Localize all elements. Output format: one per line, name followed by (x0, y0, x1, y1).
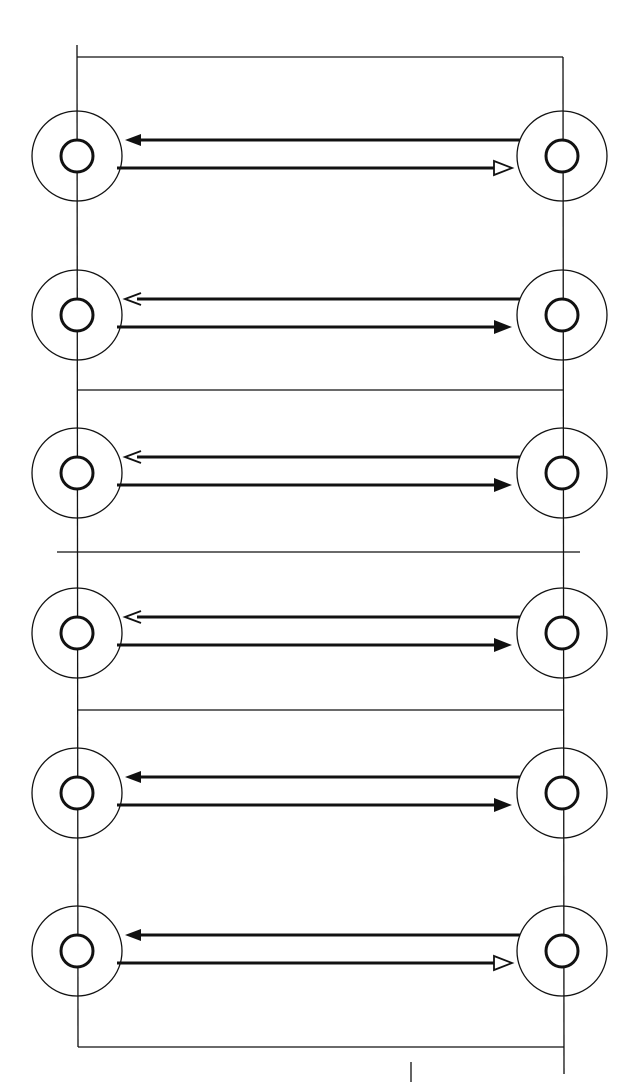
left-node-inner-ring (59, 455, 95, 491)
arrow-to-right (117, 954, 515, 972)
node-row (31, 747, 608, 839)
left-node-outer-ring (31, 110, 123, 202)
right-node-inner-ring (544, 297, 580, 333)
node-row (31, 587, 608, 679)
right-node-outer-ring (516, 747, 608, 839)
right-node (516, 110, 608, 202)
arrow-to-right (117, 320, 512, 334)
arrow-head-left-filled (125, 134, 141, 146)
arrow-to-left (125, 929, 520, 941)
right-node-inner-ring (544, 615, 580, 651)
right-node-outer-ring (516, 587, 608, 679)
right-node-inner-ring (544, 455, 580, 491)
arrow-to-left (125, 134, 520, 146)
right-node-outer-ring (516, 905, 608, 997)
node-rows (31, 110, 608, 997)
frame (57, 44, 580, 1082)
right-node (516, 905, 608, 997)
node-row (31, 905, 608, 997)
left-node (31, 905, 123, 997)
right-node-outer-ring (516, 110, 608, 202)
left-node-outer-ring (31, 587, 123, 679)
arrow-to-left (122, 292, 520, 306)
left-node-outer-ring (31, 747, 123, 839)
arrow-head-left-open (122, 292, 142, 306)
arrow-head-right-open (493, 954, 515, 972)
arrow-head-left-open (122, 610, 142, 624)
node-row (31, 427, 608, 519)
left-rail-line (76, 44, 79, 1048)
arrow-head-right-filled (494, 320, 512, 334)
right-node (516, 747, 608, 839)
left-node (31, 110, 123, 202)
arrow-head-right-filled (494, 638, 512, 652)
left-node (31, 747, 123, 839)
left-node-inner-ring (59, 297, 95, 333)
left-node (31, 269, 123, 361)
left-node (31, 427, 123, 519)
arrow-to-left (125, 771, 520, 783)
right-node-outer-ring (516, 269, 608, 361)
left-node-outer-ring (31, 905, 123, 997)
arrow-head-left-filled (125, 929, 141, 941)
left-node (31, 587, 123, 679)
arrow-head-left-open (122, 450, 142, 464)
node-row (31, 269, 608, 361)
arrow-to-right (117, 159, 515, 177)
left-node-outer-ring (31, 269, 123, 361)
right-node (516, 427, 608, 519)
left-node-inner-ring (59, 138, 95, 174)
arrow-head-right-open (493, 159, 515, 177)
arrow-head-left-filled (125, 771, 141, 783)
arrow-to-right (117, 798, 512, 812)
arrow-head-right-filled (494, 478, 512, 492)
right-rail-line (562, 56, 565, 1075)
right-node (516, 269, 608, 361)
right-node-inner-ring (544, 138, 580, 174)
left-node-inner-ring (59, 775, 95, 811)
right-node-inner-ring (544, 775, 580, 811)
left-node-inner-ring (59, 615, 95, 651)
arrow-to-left (122, 450, 520, 464)
arrow-head-right-filled (494, 798, 512, 812)
right-node-inner-ring (544, 933, 580, 969)
right-node (516, 587, 608, 679)
left-node-outer-ring (31, 427, 123, 519)
left-node-inner-ring (59, 933, 95, 969)
arrow-to-left (122, 610, 520, 624)
arrow-to-right (117, 478, 512, 492)
node-row (31, 110, 608, 202)
right-node-outer-ring (516, 427, 608, 519)
arrow-to-right (117, 638, 512, 652)
